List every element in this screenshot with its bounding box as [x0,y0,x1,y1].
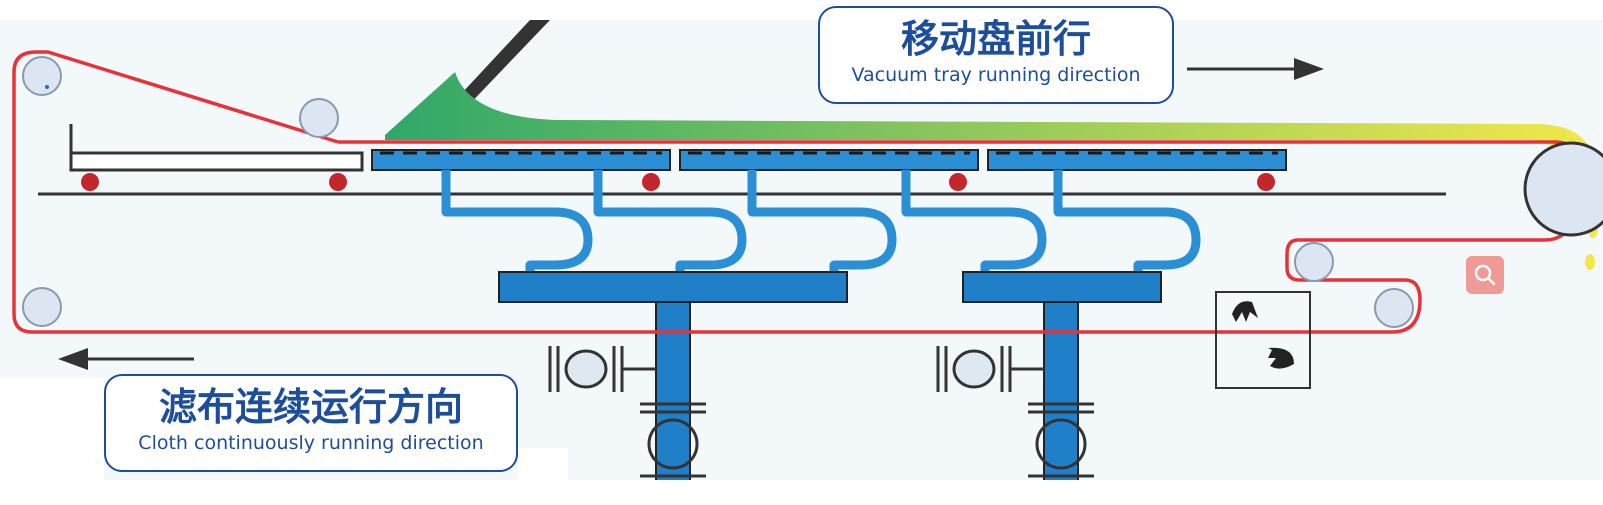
cloth-roller [299,98,339,138]
feed-chute [448,20,550,112]
rail-wheel [642,173,660,191]
cloth-roller [1294,242,1334,282]
drive-roller [1523,141,1603,237]
suction-hose [747,170,897,272]
cloth-direction-label: 滤布连续运行方向 Cloth continuously running dire… [104,374,518,472]
suction-hose [441,170,593,272]
cloth-direction-title-cn: 滤布连续运行方向 [158,385,463,429]
zoom-button[interactable] [1466,256,1504,294]
roller-dot [45,85,49,89]
suction-hose [1053,170,1201,272]
cloth-roller [22,56,62,96]
cloth-roller [1374,288,1414,328]
magnifier-icon [1474,264,1496,286]
cloth-wash-box [1215,291,1311,389]
tray-direction-arrow [1187,58,1324,80]
cloth-roller [22,287,62,327]
side-valve [936,346,1044,392]
label-backdrop [518,448,568,484]
rail-wheel [81,173,99,191]
cake-drop-2 [1585,254,1595,270]
feed-carriage [69,151,364,172]
rail-wheel [1257,173,1275,191]
cloth-direction-arrow [58,348,194,370]
filter-cake-layer [385,72,1595,205]
vacuum-tray [371,149,671,171]
vacuum-tray [987,149,1287,171]
label-backdrop [0,378,104,482]
rail-wheel [949,173,967,191]
side-valve [548,346,656,392]
spray-nozzle-icon [1232,301,1258,322]
tray-direction-title-cn: 移动盘前行 [900,17,1091,61]
vacuum-tray [679,149,979,171]
bottom-margin [0,480,1603,505]
suction-hose [593,170,747,272]
spray-nozzle-icon [1268,347,1294,369]
suction-hose [901,170,1047,272]
tray-direction-title-en: Vacuum tray running direction [851,64,1141,86]
cloth-direction-title-en: Cloth continuously running direction [138,432,484,454]
tray-direction-label: 移动盘前行 Vacuum tray running direction [818,6,1174,104]
rail-wheel [329,173,347,191]
